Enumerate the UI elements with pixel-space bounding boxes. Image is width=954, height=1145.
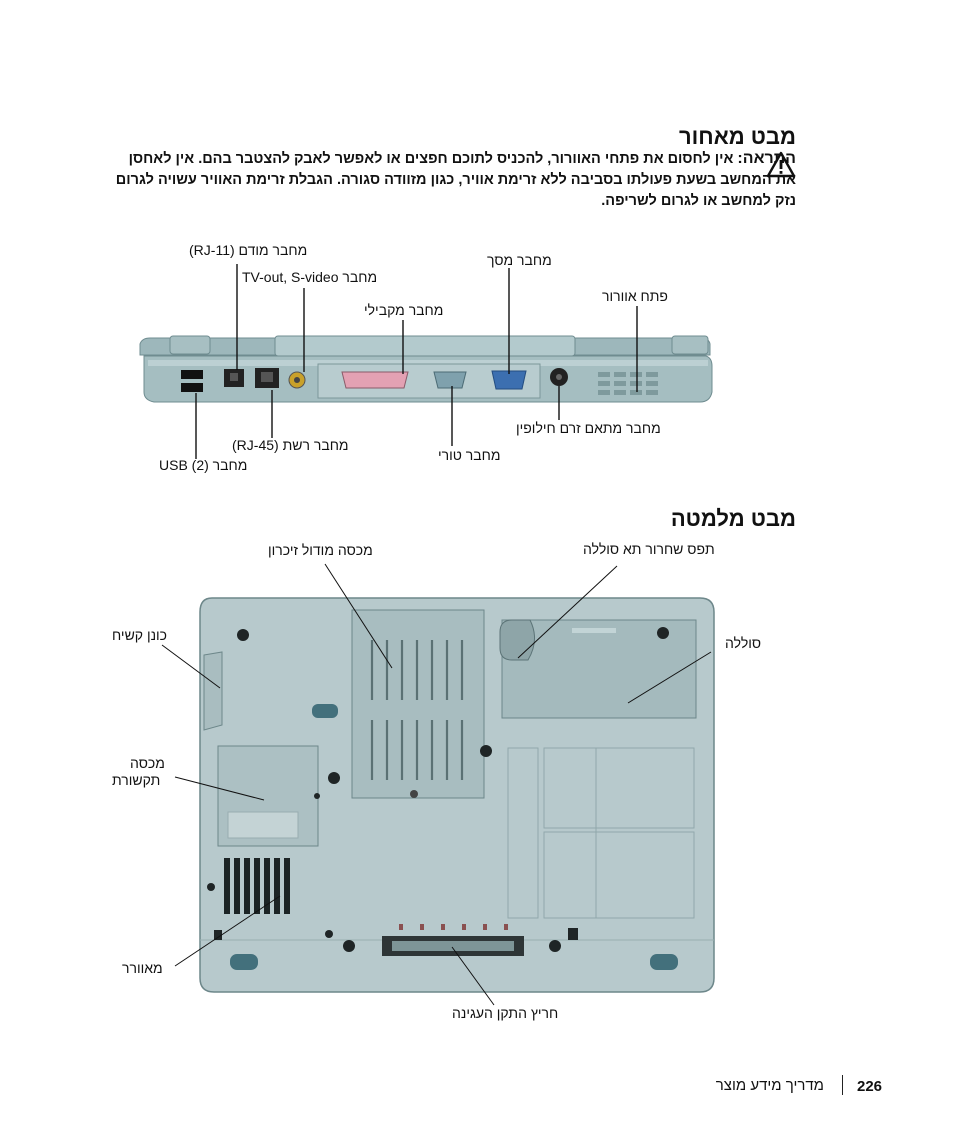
serial-connector-label: מחבר טורי: [438, 447, 501, 463]
video-connector-label: מחבר מסך: [487, 252, 552, 268]
vent-label: פתח אוורור: [602, 288, 668, 304]
network-connector-label: מחבר רשת (RJ-45): [232, 437, 349, 453]
battery-latch-label: תפס שחרור תא סוללה: [583, 541, 715, 557]
battery-label: סוללה: [725, 635, 762, 651]
warning-icon: [766, 151, 796, 178]
warning-label: התראה:: [737, 150, 796, 167]
bottom-view-title: מבט מלמטה: [670, 506, 796, 531]
modem-connector-label: מחבר מודם (RJ-11): [189, 242, 308, 258]
docking-connector-label: חריץ התקן העגינה: [452, 1005, 559, 1021]
footer-divider: [842, 1075, 843, 1095]
footer-title: מדריך מידע מוצר: [715, 1077, 824, 1094]
page-number: 226: [857, 1078, 883, 1095]
hard-drive-label: כונן קשיח: [112, 627, 168, 643]
laptop-bottom-illustration: [199, 597, 715, 993]
parallel-connector-label: מחבר מקבילי: [364, 302, 444, 318]
usb-port: [181, 383, 203, 392]
memory-cover-label: מכסה מודול זיכרון: [268, 542, 373, 558]
back-view-title: מבט מאחור: [678, 124, 796, 149]
laptop-back-illustration: [139, 335, 713, 403]
comm-cover-label-line1: מכסה: [130, 755, 165, 771]
usb-connector-label: מחבר USB (2): [159, 457, 248, 473]
tvout-connector-label: מחבר TV-out, S-video: [242, 269, 378, 285]
usb-port: [181, 370, 203, 379]
fan-label: מאוורר: [122, 960, 163, 976]
warning-paragraph: התראה: אין לחסום את פתחי האוורור, להכניס…: [106, 148, 796, 212]
ac-adapter-connector-label: מחבר מתאם זרם חילופין: [516, 420, 661, 436]
warning-text: אין לחסום את פתחי האוורור, להכניס לתוכם …: [115, 151, 796, 209]
comm-cover-label-line2: תקשורת: [112, 772, 161, 788]
